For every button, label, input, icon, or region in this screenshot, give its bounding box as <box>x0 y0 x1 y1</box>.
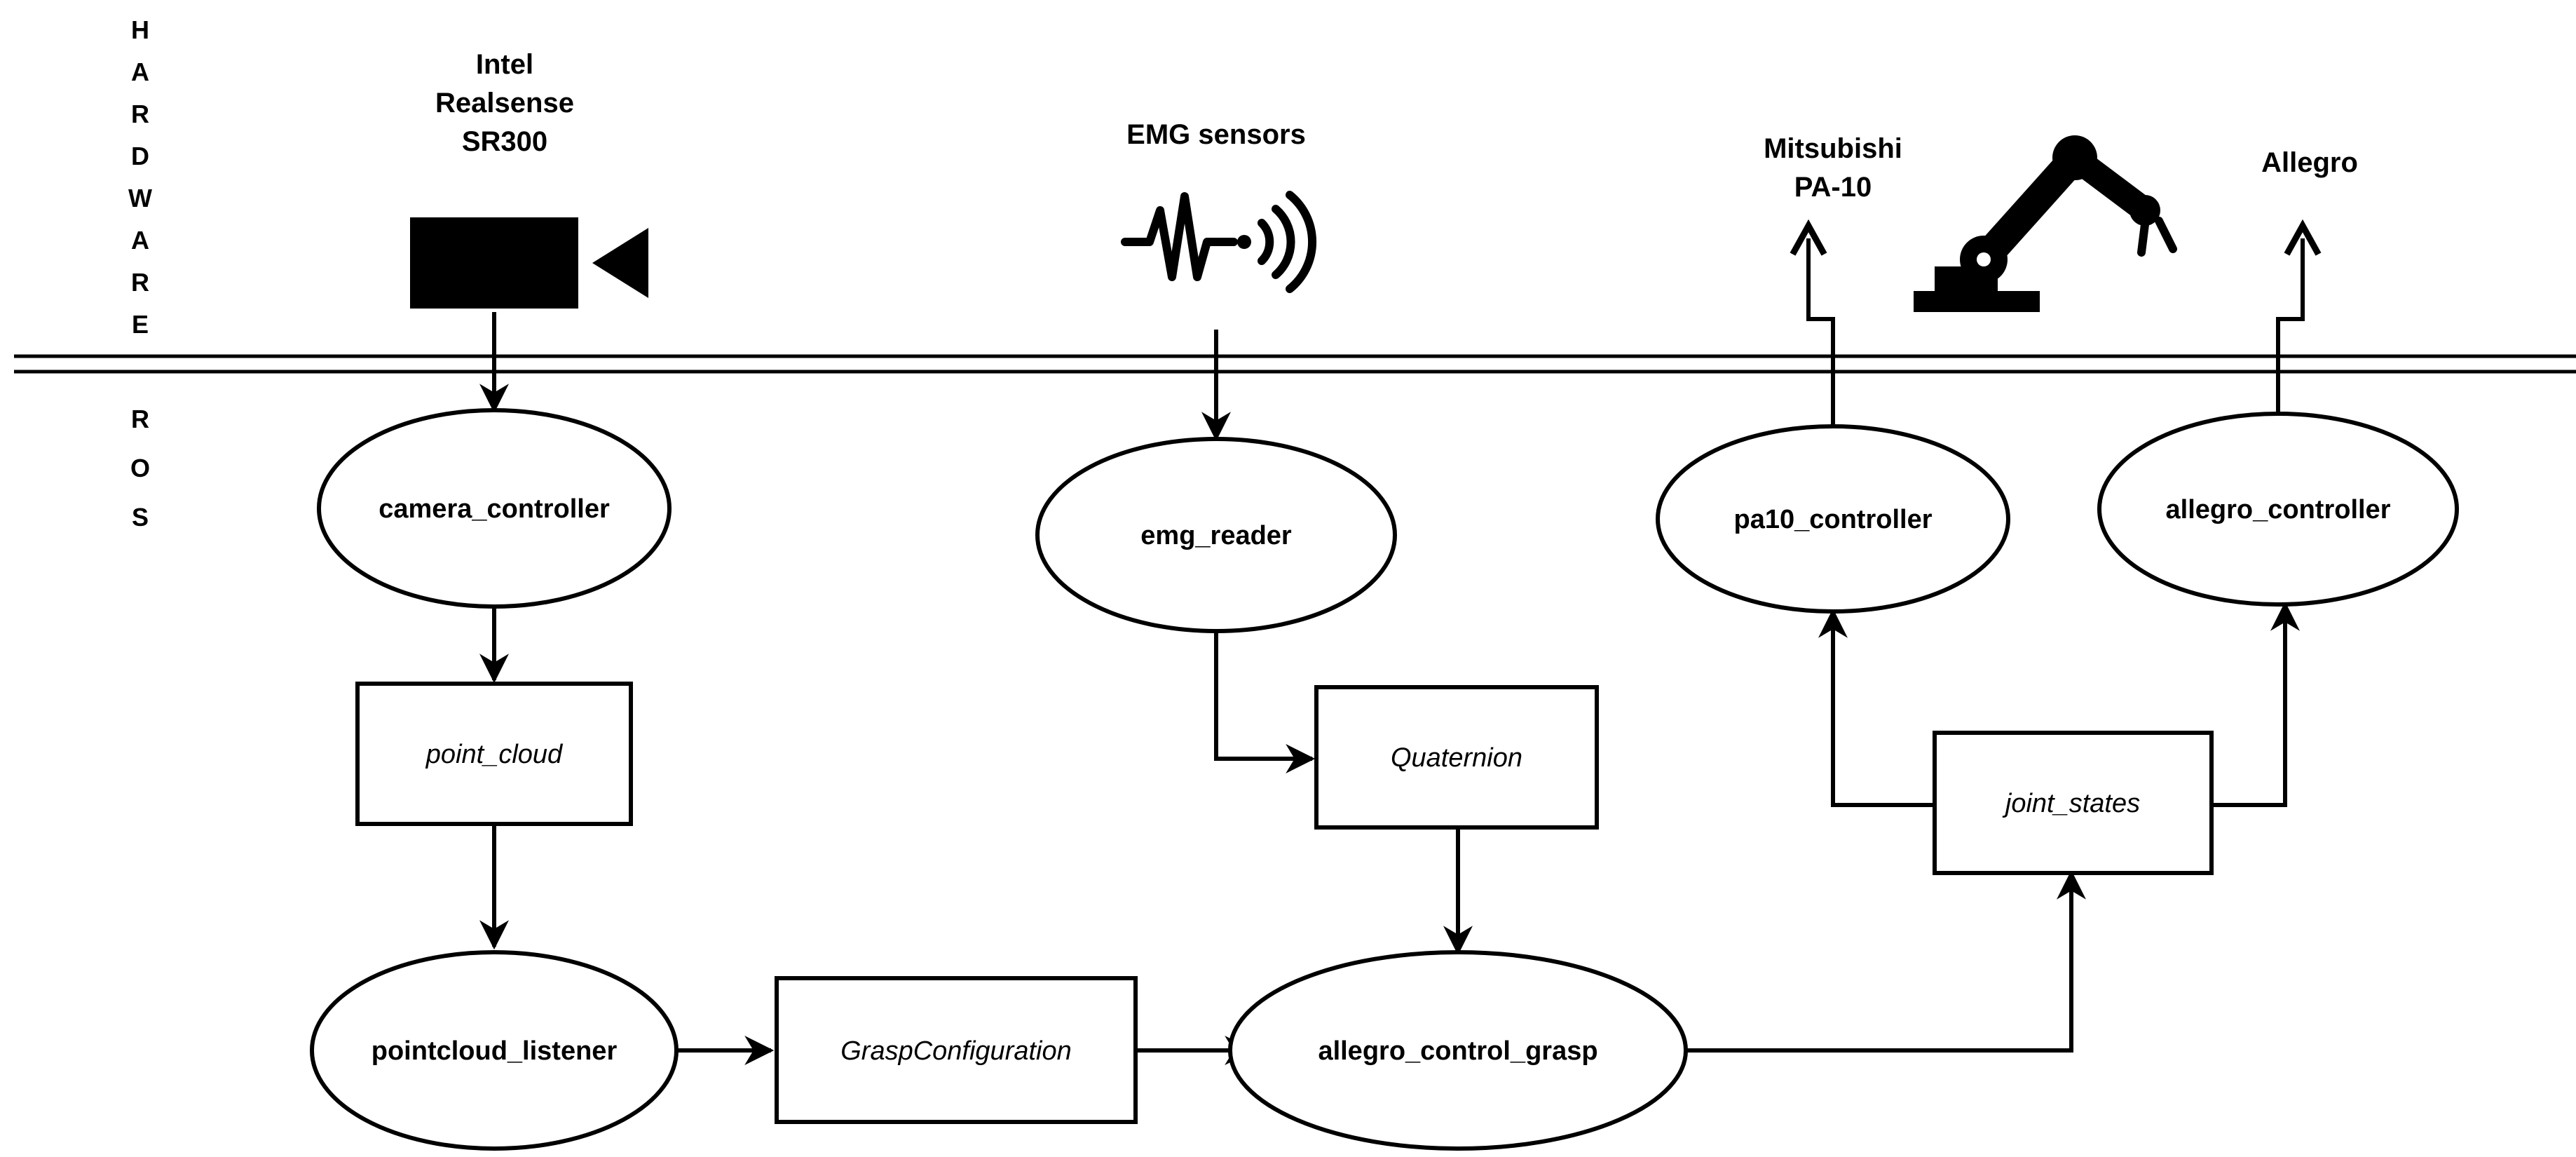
edge-pa10-to-mitsubishi <box>1808 238 1835 426</box>
emg-sensor-icon <box>1121 191 1317 293</box>
node-label: pa10_controller <box>1734 505 1933 534</box>
edge-allegro-controller-to-allegro <box>2276 238 2303 414</box>
node-label: pointcloud_listener <box>372 1036 618 1066</box>
node-allegro-control-grasp: allegro_control_grasp <box>1228 950 1688 1151</box>
camera-label-line: Intel <box>476 49 533 80</box>
edge-control-grasp-to-joint-states <box>1686 870 2086 1053</box>
topic-point-cloud: point_cloud <box>355 682 633 826</box>
topic-quaternion: Quaternion <box>1314 685 1599 830</box>
camera-label-line: Realsense <box>435 88 574 119</box>
node-pa10-controller: pa10_controller <box>1656 424 2010 614</box>
hardware-letter: A <box>131 226 149 255</box>
hardware-letter: R <box>131 268 149 297</box>
hardware-layer-label: H A R D W A R E <box>128 15 152 339</box>
hardware-letter: E <box>132 310 149 339</box>
camera-hardware: Intel Realsense SR300 <box>410 49 648 309</box>
topic-label: GraspConfiguration <box>840 1036 1072 1066</box>
mitsubishi-hardware: Mitsubishi PA-10 <box>1764 133 1902 203</box>
node-label: camera_controller <box>379 494 610 524</box>
emg-label: EMG sensors <box>1126 119 1306 150</box>
ros-layer-label: R O S <box>130 405 150 532</box>
node-label: allegro_controller <box>2166 495 2391 525</box>
ros-letter: S <box>132 503 149 532</box>
node-pointcloud-listener: pointcloud_listener <box>310 950 679 1151</box>
node-emg-reader: emg_reader <box>1035 437 1397 633</box>
ros-letter: O <box>130 454 150 482</box>
topic-grasp-configuration: GraspConfiguration <box>775 976 1138 1124</box>
mitsubishi-label-line: PA-10 <box>1794 172 1872 203</box>
hardware-letter: R <box>131 100 149 128</box>
topic-label: joint_states <box>2002 789 2140 818</box>
hardware-letter: D <box>131 142 149 170</box>
topic-joint-states: joint_states <box>1933 731 2214 875</box>
emg-hardware: EMG sensors <box>1121 119 1317 293</box>
topic-label: point_cloud <box>425 740 564 769</box>
camera-icon <box>410 217 648 309</box>
allegro-label: Allegro <box>2261 147 2358 178</box>
hardware-letter: A <box>131 57 149 86</box>
node-label: allegro_control_grasp <box>1318 1036 1597 1066</box>
mitsubishi-label-line: Mitsubishi <box>1764 133 1902 164</box>
edge-joint-states-to-pa10 <box>1818 608 1935 807</box>
camera-label-line: SR300 <box>462 126 547 157</box>
hardware-letter: W <box>128 184 152 212</box>
connectors <box>479 238 2303 1065</box>
topic-label: Quaternion <box>1391 743 1522 773</box>
ros-letter: R <box>131 405 149 433</box>
robot-arm-icon <box>1914 135 2177 312</box>
node-allegro-controller: allegro_controller <box>2097 412 2459 607</box>
edge-emg-reader-to-quaternion <box>1214 631 1316 773</box>
node-label: emg_reader <box>1140 521 1292 550</box>
node-camera-controller: camera_controller <box>317 408 672 609</box>
hardware-letter: H <box>131 15 149 44</box>
allegro-hardware: Allegro <box>2261 147 2358 178</box>
edge-joint-states-to-allegro-controller <box>2212 601 2300 807</box>
